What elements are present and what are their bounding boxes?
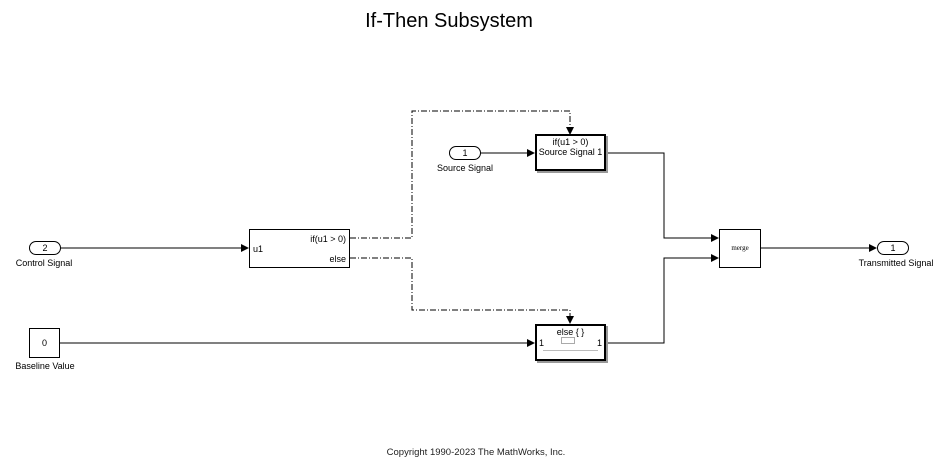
- if-block-if-port-label: if(u1 > 0): [310, 234, 346, 244]
- merge-block[interactable]: merge: [719, 229, 761, 268]
- else-action-label: else { }: [556, 327, 585, 337]
- source-signal-label: Source Signal: [436, 163, 494, 173]
- if-output-line: [606, 152, 719, 242]
- transmitted-signal-outport[interactable]: 1: [877, 241, 909, 255]
- if-block[interactable]: u1 if(u1 > 0) else: [249, 229, 350, 268]
- if-action-label: if(u1 > 0): [552, 137, 589, 147]
- if-block-else-port-label: else: [329, 254, 346, 264]
- source-signal-inport[interactable]: 1: [449, 146, 481, 160]
- else-in-port-label: 1: [539, 338, 545, 348]
- baseline-constant-block[interactable]: 0: [29, 328, 60, 358]
- control-signal-inport[interactable]: 2: [29, 241, 61, 255]
- inport-number: 1: [462, 148, 468, 158]
- if-action-subsystem[interactable]: if(u1 > 0) Source Signal 1: [535, 134, 606, 171]
- else-out-port-label: 1: [596, 338, 602, 348]
- else-action-line: [350, 257, 574, 324]
- transmitted-signal-label: Transmitted Signal: [858, 258, 934, 268]
- merge-label: merge: [731, 244, 749, 252]
- if-block-input-label: u1: [253, 244, 264, 254]
- control-signal-label: Control Signal: [15, 258, 73, 268]
- diagram-title: If-Then Subsystem: [365, 10, 533, 32]
- if-action-line: [350, 110, 574, 239]
- else-action-subsystem[interactable]: else { } 1 1: [535, 324, 606, 361]
- inport-number: 2: [42, 243, 48, 253]
- copyright-notice: Copyright 1990-2023 The MathWorks, Inc.: [386, 447, 566, 458]
- if-action-port-label: Source Signal 1: [538, 147, 603, 157]
- subsystem-divider: [543, 350, 598, 351]
- constant-value: 0: [41, 338, 47, 348]
- else-output-line: [606, 254, 719, 344]
- baseline-value-label: Baseline Value: [15, 361, 75, 371]
- subsystem-icon: [561, 337, 575, 344]
- outport-number: 1: [890, 243, 896, 253]
